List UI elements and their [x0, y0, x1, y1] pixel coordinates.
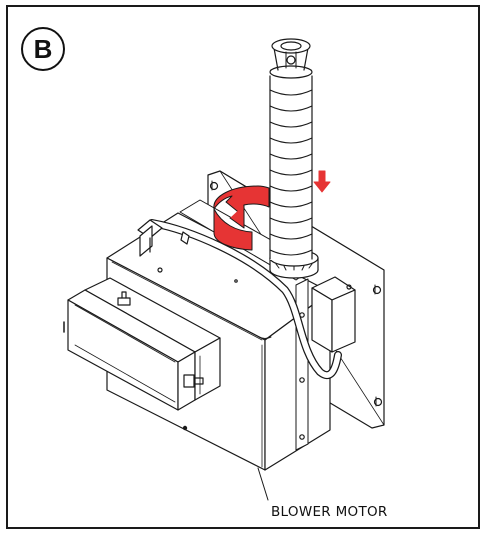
cartridge-column	[269, 38, 319, 279]
access-cover	[63, 277, 221, 411]
callout-leader	[257, 467, 269, 501]
rotation-arrow	[213, 185, 270, 251]
step-badge: B	[21, 27, 65, 71]
flex-hose	[137, 219, 342, 380]
blower-motor-callout: BLOWER MOTOR	[271, 504, 388, 520]
down-arrow	[313, 170, 331, 193]
junction-box	[311, 276, 356, 353]
step-label: B	[33, 33, 53, 64]
callout-label: BLOWER MOTOR	[271, 504, 388, 520]
